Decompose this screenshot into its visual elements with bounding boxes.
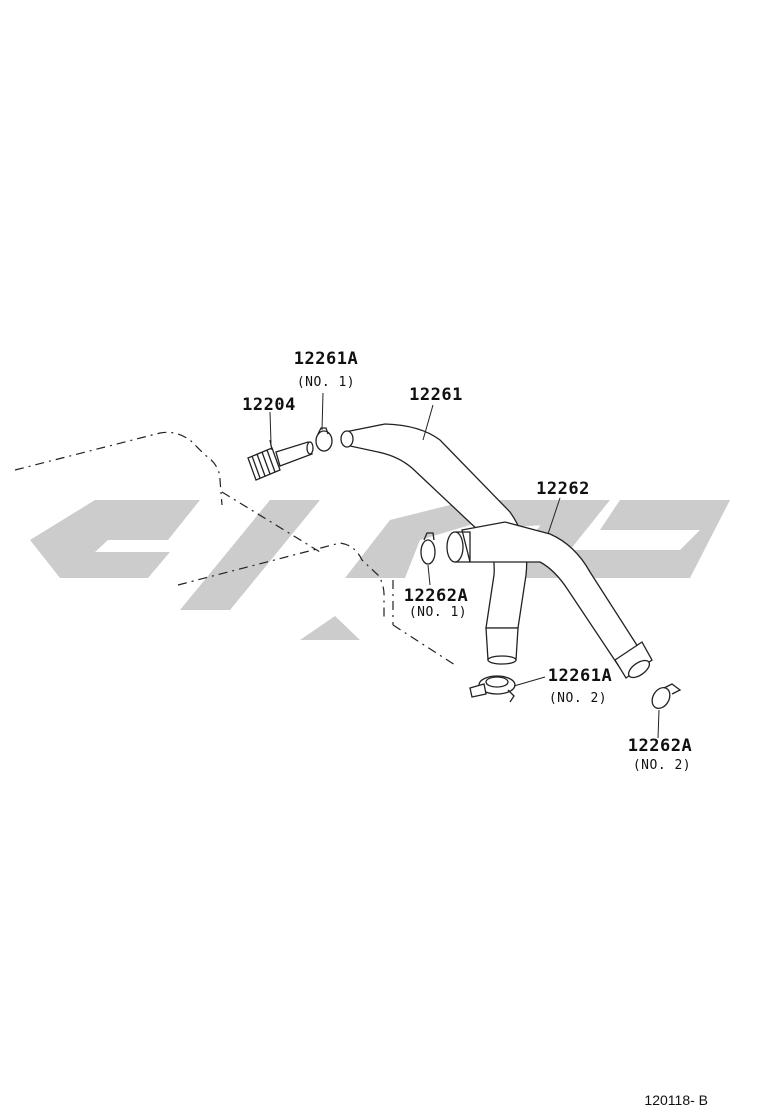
hose-clip-12262a-no1 bbox=[420, 532, 436, 565]
callout-12262a-no1-note: (NO. 1) bbox=[409, 605, 467, 620]
pcv-valve-12204 bbox=[247, 439, 314, 481]
callout-12262a-no2-id: 12262A bbox=[628, 736, 692, 756]
leader-lines bbox=[269, 392, 660, 739]
callouts: 12261A (NO. 1) 12204 12261 12262 12262A … bbox=[242, 349, 692, 773]
watermark-logo bbox=[30, 500, 730, 640]
callout-12262a-no2-note: (NO. 2) bbox=[633, 758, 691, 773]
callout-12261a-no2-note: (NO. 2) bbox=[549, 691, 607, 706]
hose-12262 bbox=[446, 521, 653, 679]
hose-clip-12261a-no1 bbox=[315, 427, 333, 452]
callout-12204-id: 12204 bbox=[242, 395, 296, 415]
engine-outline bbox=[14, 431, 456, 666]
figure-code: 120118- B bbox=[644, 1092, 708, 1108]
hose-clip-12262a-no2 bbox=[651, 683, 682, 709]
callout-12261a-no2-id: 12261A bbox=[548, 666, 612, 686]
callout-12261a-no1-id: 12261A bbox=[294, 349, 358, 369]
callout-12262-id: 12262 bbox=[536, 479, 590, 499]
callout-12262a-no1-id: 12262A bbox=[404, 586, 468, 606]
callout-12261-id: 12261 bbox=[409, 385, 463, 405]
callout-12261a-no1-note: (NO. 1) bbox=[297, 375, 355, 390]
hose-clamp-12261a-no2 bbox=[469, 675, 516, 703]
